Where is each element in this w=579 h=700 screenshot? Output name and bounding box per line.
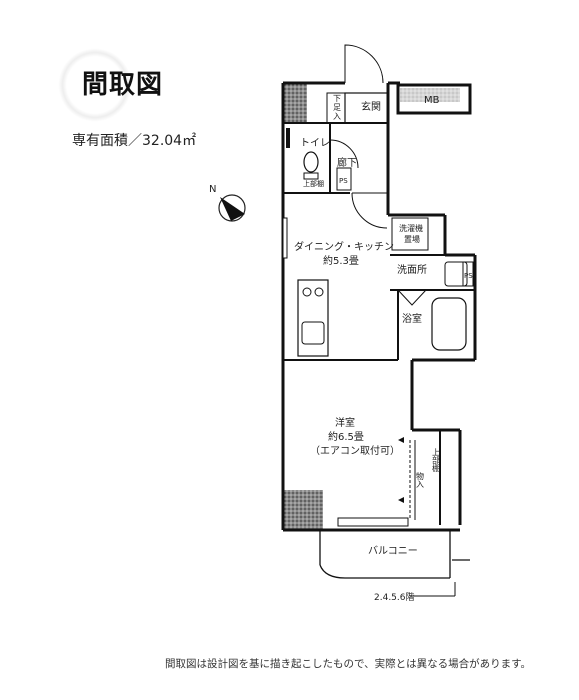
dk-door-icon <box>351 192 388 229</box>
label-mb: MB <box>424 95 440 106</box>
bathtub-icon <box>431 297 467 351</box>
label-ps-top: PS <box>339 177 348 185</box>
washbasin-icon <box>444 261 468 287</box>
floor-area: 専有面積／32.04㎡ <box>72 133 197 149</box>
title-block: 間取図 <box>58 48 188 128</box>
bath-door-icon <box>397 289 427 306</box>
label-dk-size: 約5.3畳 <box>323 254 359 267</box>
compass-needle-icon <box>220 197 245 221</box>
kitchen-counter <box>297 279 329 357</box>
ps-right-box <box>462 261 474 287</box>
label-laundry: 洗濯機 <box>399 223 423 233</box>
label-genkan: 玄関 <box>361 100 381 113</box>
toilet-window <box>286 128 290 148</box>
stove-burner-icon <box>314 287 324 297</box>
dk-window <box>282 217 288 259</box>
label-dk: ダイニング・キッチン <box>294 240 394 253</box>
compass: N <box>209 184 246 222</box>
ps-top-box <box>336 167 352 191</box>
balcony <box>319 530 470 579</box>
laundry-space <box>391 217 429 251</box>
outer-walls <box>281 81 477 532</box>
label-laundry-2: 置場 <box>404 234 420 244</box>
label-balcony: バルコニー <box>368 545 418 557</box>
stove-burner-icon <box>302 287 312 297</box>
kitchen-sink-icon <box>301 321 325 345</box>
shoe-cabinet <box>326 92 346 124</box>
label-upper-shelf-vertical: 上部棚 <box>432 448 441 473</box>
compass-label: N <box>209 184 216 195</box>
label-western-size: 約6.5畳 <box>328 430 364 443</box>
label-senmenjo: 洗面所 <box>397 264 427 276</box>
label-western: 洋室 <box>335 416 355 429</box>
label-shitabako-3: 入 <box>333 112 341 121</box>
label-shelf-upper: 上部棚 <box>303 179 324 188</box>
label-storage: 物入 <box>416 471 425 488</box>
label-corridor: 廊下 <box>337 156 357 169</box>
label-shitabako-2: 足 <box>333 103 341 112</box>
label-toilet: トイレ <box>300 138 330 149</box>
disclaimer-note: 間取図は設計図を基に描き起こしたもので、実際とは異なる場合があります。 <box>165 658 532 670</box>
page-title: 間取図 <box>82 70 164 100</box>
label-ps-right: PS <box>464 272 473 280</box>
entrance-door-icon <box>344 44 384 84</box>
label-shitabako-1: 下 <box>333 94 341 103</box>
toilet-icon <box>303 151 319 173</box>
toilet-door-icon <box>329 139 359 169</box>
label-bath: 浴室 <box>402 312 422 325</box>
label-floors: 2.4.5.6階 <box>374 592 415 603</box>
label-western-ac: （エアコン取付可） <box>310 444 400 457</box>
pillar-top-left <box>283 83 307 123</box>
western-window <box>337 517 409 527</box>
toilet-tank-icon <box>303 172 319 180</box>
pillar-bottom-left <box>283 490 323 530</box>
mb-shade <box>400 88 460 102</box>
title-badge <box>58 48 132 122</box>
